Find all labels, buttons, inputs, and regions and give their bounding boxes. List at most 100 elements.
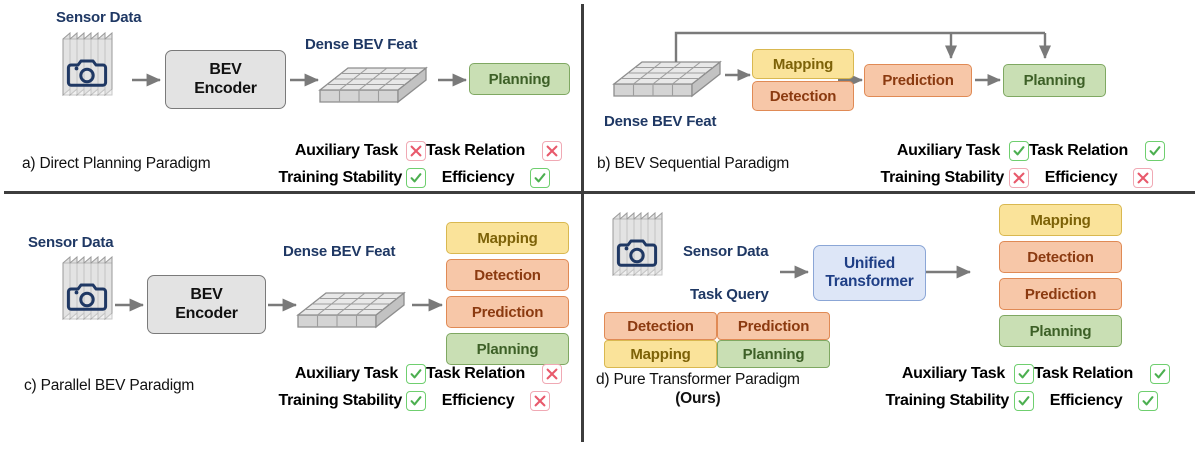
panel-b-task-prediction[interactable]: Prediction (864, 64, 972, 97)
panel-c-task-prediction[interactable]: Prediction (446, 296, 569, 328)
task-label: Planning (1029, 322, 1092, 340)
task-label: Prediction (882, 72, 954, 89)
divider-horizontal-left (4, 191, 582, 194)
attribute-task-relation: Task Relation (426, 364, 562, 384)
panel-d-query-prediction[interactable]: Prediction (717, 312, 830, 340)
panel-d-query-planning[interactable]: Planning (717, 340, 830, 368)
panel-b-task-planning[interactable]: Planning (1003, 64, 1106, 97)
panel-a-sensor-label: Sensor Data (56, 9, 142, 26)
encoder-line1: BEV (190, 285, 223, 303)
encoder-line2: Encoder (175, 304, 238, 322)
attribute-training-stability: Training Stability (256, 168, 426, 188)
attribute-label: Efficiency (1044, 169, 1118, 186)
attribute-label: Training Stability (278, 392, 402, 409)
panel-c-sensor-label: Sensor Data (28, 234, 114, 251)
panel-d-task-query-label: Task Query (690, 286, 769, 303)
attribute-efficiency: Efficiency (426, 168, 550, 188)
task-label: Planning (1023, 72, 1086, 89)
panel-c-task-detection[interactable]: Detection (446, 259, 569, 291)
panel-d-query-mapping[interactable]: Mapping (604, 340, 717, 368)
attribute-label: Task Relation (426, 142, 525, 159)
transformer-line2: Transformer (825, 273, 914, 290)
panel-b-task-mapping[interactable]: Mapping (752, 49, 854, 79)
attribute-label: Auxiliary Task (294, 142, 398, 159)
attribute-label: Training Stability (278, 169, 402, 186)
panel-d-task-mapping[interactable]: Mapping (999, 204, 1122, 236)
encoder-line2: Encoder (194, 79, 257, 97)
attribute-label: Auxiliary Task (901, 365, 1005, 382)
panel-b-caption: b) BEV Sequential Paradigm (597, 155, 790, 172)
task-label: Prediction (471, 303, 544, 321)
attribute-efficiency: Efficiency (1034, 391, 1158, 411)
attribute-label: Training Stability (880, 169, 1004, 186)
attribute-task-relation: Task Relation (1029, 141, 1165, 161)
cross-icon (542, 364, 562, 384)
encoder-line1: BEV (209, 60, 242, 78)
attribute-auxiliary-task: Auxiliary Task (863, 364, 1034, 384)
task-label: Detection (1027, 248, 1094, 266)
task-label: Prediction (1024, 285, 1097, 303)
panel-d-task-detection[interactable]: Detection (999, 241, 1122, 273)
attribute-task-relation: Task Relation (1034, 364, 1170, 384)
cross-icon (542, 141, 562, 161)
check-icon (406, 364, 426, 384)
task-label: Mapping (772, 55, 834, 73)
check-icon (1014, 391, 1034, 411)
attribute-auxiliary-task: Auxiliary Task (858, 141, 1029, 161)
panel-a-caption: a) Direct Planning Paradigm (22, 155, 211, 172)
check-icon (1014, 364, 1034, 384)
panel-c-task-mapping[interactable]: Mapping (446, 222, 569, 254)
task-label: Detection (474, 266, 541, 284)
attribute-auxiliary-task: Auxiliary Task (256, 141, 426, 161)
check-icon (1145, 141, 1165, 161)
check-icon (406, 168, 426, 188)
panel-d-sensor-label: Sensor Data (683, 243, 769, 260)
attribute-row: Auxiliary Task Task Relation (863, 362, 1170, 386)
attribute-efficiency: Efficiency (426, 391, 550, 411)
task-label: Mapping (477, 229, 538, 247)
panel-d-task-prediction[interactable]: Prediction (999, 278, 1122, 310)
panel-b-task-detection[interactable]: Detection (752, 81, 854, 111)
check-icon (530, 168, 550, 188)
attribute-row: Training Stability Efficiency (863, 389, 1170, 413)
panel-d-query-detection[interactable]: Detection (604, 312, 717, 340)
panel-a-bev-encoder-box[interactable]: BEV Encoder (165, 50, 286, 109)
task-label: Planning (742, 345, 805, 363)
check-icon (1009, 141, 1029, 161)
panel-d-task-planning[interactable]: Planning (999, 315, 1122, 347)
check-icon (406, 391, 426, 411)
attribute-row: Training Stability Efficiency (256, 389, 562, 413)
panel-b-attribute-table: Auxiliary Task Task Relation Training St… (858, 139, 1165, 190)
task-label: Mapping (630, 345, 691, 363)
attribute-training-stability: Training Stability (863, 391, 1034, 411)
panel-a-task-planning[interactable]: Planning (469, 63, 570, 95)
panel-c-bev-encoder-box[interactable]: BEV Encoder (147, 275, 266, 334)
attribute-row: Training Stability Efficiency (256, 166, 562, 190)
panel-a-bev-label: Dense BEV Feat (305, 36, 418, 53)
panel-d-unified-transformer-box[interactable]: Unified Transformer (813, 245, 926, 301)
transformer-line1: Unified (843, 255, 896, 273)
divider-horizontal-right (584, 191, 1195, 194)
panel-b-bev-label: Dense BEV Feat (604, 113, 717, 130)
panel-c-caption: c) Parallel BEV Paradigm (24, 377, 195, 394)
attribute-label: Efficiency (1049, 392, 1123, 409)
attribute-task-relation: Task Relation (426, 141, 562, 161)
panel-c-task-planning[interactable]: Planning (446, 333, 569, 365)
attribute-label: Task Relation (426, 365, 525, 382)
panel-d-caption-text: d) Pure Transformer Paradigm (596, 371, 800, 388)
attribute-label: Training Stability (885, 392, 1009, 409)
cross-icon (406, 141, 426, 161)
task-label: Detection (627, 317, 694, 335)
task-label: Planning (476, 340, 539, 358)
attribute-label: Efficiency (441, 392, 515, 409)
attribute-label: Task Relation (1029, 142, 1128, 159)
cross-icon (1009, 168, 1029, 188)
attribute-row: Training Stability Efficiency (858, 166, 1165, 190)
attribute-auxiliary-task: Auxiliary Task (256, 364, 426, 384)
attribute-label: Task Relation (1034, 365, 1133, 382)
task-label: Planning (488, 70, 551, 88)
cross-icon (1133, 168, 1153, 188)
attribute-training-stability: Training Stability (858, 168, 1029, 188)
panel-d-caption-ours: (Ours) (675, 390, 721, 407)
